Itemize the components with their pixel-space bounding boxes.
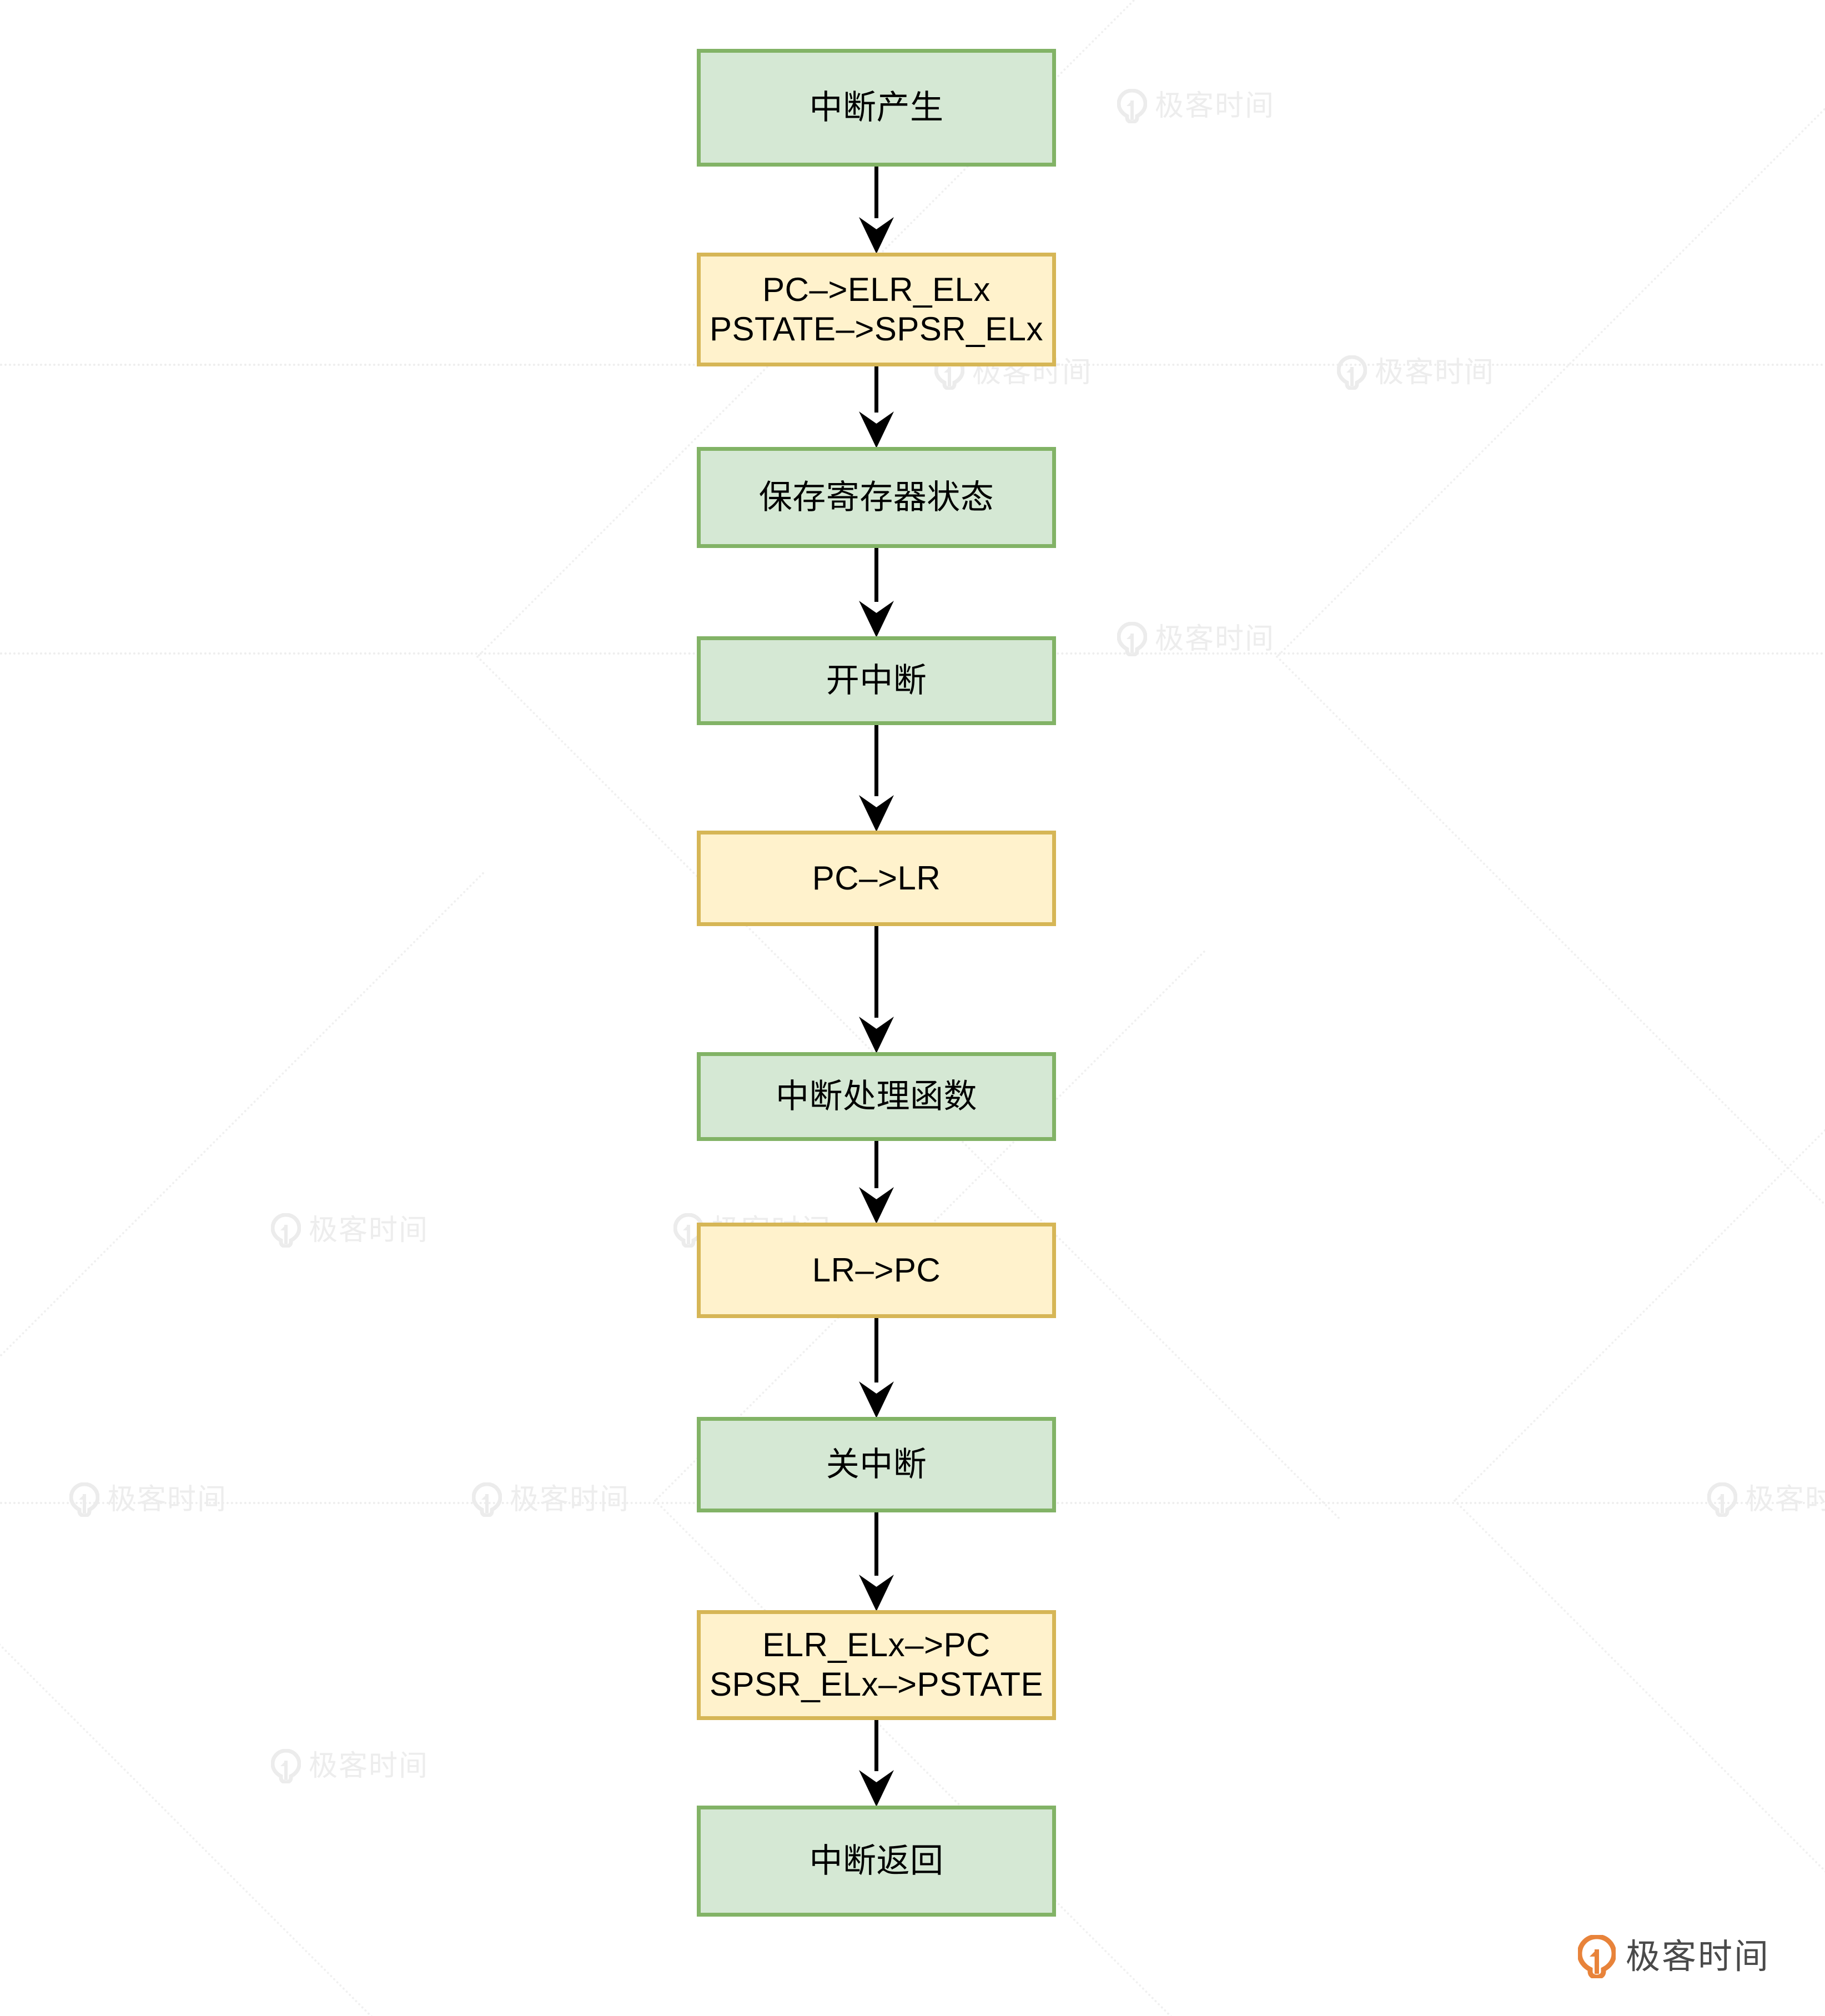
flow-node-label: 中断返回 [809, 1841, 944, 1881]
flow-node-n8[interactable]: 关中断 [697, 1417, 1056, 1512]
edge-shaft [874, 1318, 878, 1382]
edge-shaft [874, 1720, 878, 1771]
edge-n3-to-n4 [859, 548, 894, 637]
flow-node-label: SPSR_ELx–>PSTATE [709, 1666, 1044, 1703]
flow-node-n4[interactable]: 开中断 [697, 636, 1056, 725]
flow-node-n7[interactable]: LR–>PC [697, 1223, 1056, 1318]
flow-node-n3[interactable]: 保存寄存器状态 [697, 447, 1056, 548]
edge-n9-to-n10 [859, 1720, 894, 1807]
geektime-bulb-icon [1577, 1934, 1617, 1980]
edge-shaft [874, 366, 878, 413]
brand-name: 极客时间 [1626, 1936, 1771, 1977]
edge-shaft [874, 725, 878, 796]
edge-shaft [874, 1141, 878, 1188]
flow-node-label: 关中断 [826, 1445, 927, 1484]
edge-n6-to-n7 [859, 1141, 894, 1224]
edge-n8-to-n9 [859, 1512, 894, 1611]
edge-shaft [874, 167, 878, 218]
flow-node-n5[interactable]: PC–>LR [697, 831, 1056, 926]
edge-shaft [874, 1512, 878, 1576]
flow-node-label: 开中断 [826, 661, 927, 700]
flow-node-n10[interactable]: 中断返回 [697, 1806, 1056, 1917]
flow-node-label: PC–>LR [812, 859, 941, 897]
flow-node-label: 中断产生 [809, 88, 944, 127]
edge-n7-to-n8 [859, 1318, 894, 1418]
edge-n1-to-n2 [859, 167, 894, 254]
edge-n4-to-n5 [859, 725, 894, 832]
edge-n5-to-n6 [859, 926, 894, 1053]
flow-node-n1[interactable]: 中断产生 [697, 49, 1056, 167]
flow-node-label: LR–>PC [812, 1251, 941, 1289]
edge-shaft [874, 548, 878, 602]
brand-logo-geektime: 极客时间 [1577, 1934, 1771, 1980]
edge-shaft [874, 926, 878, 1018]
flow-node-label: PSTATE–>SPSR_ELx [709, 310, 1044, 348]
flow-node-n6[interactable]: 中断处理函数 [697, 1052, 1056, 1141]
flow-node-label: 中断处理函数 [776, 1077, 977, 1116]
flow-node-label: ELR_ELx–>PC [762, 1626, 991, 1664]
flow-node-label: PC–>ELR_ELx [762, 270, 991, 308]
flow-node-label: 保存寄存器状态 [758, 477, 994, 517]
edge-n2-to-n3 [859, 366, 894, 448]
